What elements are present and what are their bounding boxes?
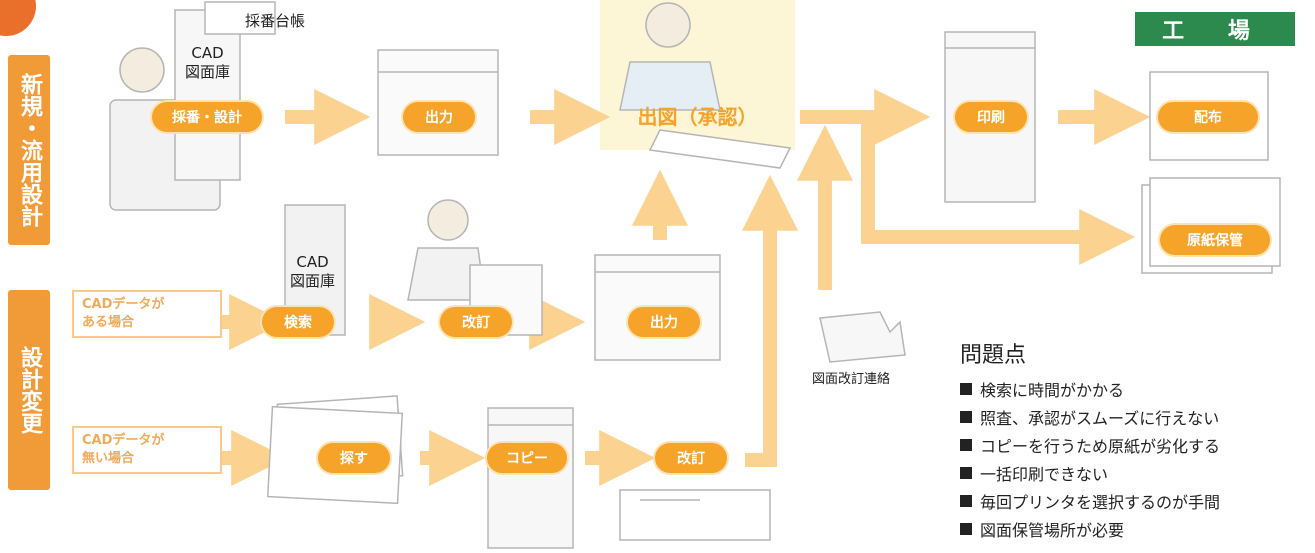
problem-item: 図面保管場所が必要: [960, 515, 1305, 543]
drafting-icon: [619, 489, 771, 541]
problems-panel: 問題点 検索に時間がかかる 照査、承認がスムーズに行えない コピーを行うため原紙…: [960, 337, 1305, 543]
reviser-person-icon: [427, 199, 469, 241]
phone-icon: [819, 311, 906, 363]
cad-library-label-1: CAD 図面庫: [185, 44, 231, 81]
cad-library-label-2: CAD 図面庫: [290, 253, 336, 290]
approver-person-icon: [645, 2, 691, 48]
step-revise: 改訂: [440, 307, 512, 337]
arrow-to-archive: [861, 120, 1136, 265]
step-distribute: 配布: [1158, 102, 1258, 132]
problem-item: コピーを行うため原紙が劣化する: [960, 431, 1305, 459]
step-print: 印刷: [955, 102, 1027, 132]
case-with-cad: CADデータが ある場合: [72, 290, 222, 338]
case-without-cad: CADデータが 無い場合: [72, 426, 222, 474]
revision-notice-label: 図面改訂連絡: [812, 372, 891, 387]
step-find: 探す: [318, 443, 390, 473]
step-output-mid: 出力: [628, 307, 700, 337]
problem-item: 毎回プリンタを選択するのが手間: [960, 487, 1305, 515]
step-copy: コピー: [487, 443, 567, 473]
problem-item: 照査、承認がスムーズに行えない: [960, 403, 1305, 431]
sidebar-new-design: 新規・流用設計: [8, 55, 50, 245]
problem-item: 検索に時間がかかる: [960, 375, 1305, 403]
problem-item: 一括印刷できない: [960, 459, 1305, 487]
copier-icon-2: [487, 407, 574, 549]
ledger-label: 採番台帳: [245, 12, 306, 30]
step-archive: 原紙保管: [1160, 225, 1270, 255]
step-revise-bottom: 改訂: [655, 443, 727, 473]
cad-cabinet-icon-1: [174, 9, 241, 181]
factory-badge: 工 場: [1135, 12, 1295, 46]
problems-list: 検索に時間がかかる 照査、承認がスムーズに行えない コピーを行うため原紙が劣化す…: [960, 375, 1305, 543]
step-number-design: 採番・設計: [152, 102, 262, 132]
sidebar-design-change-label: 設計変更: [17, 346, 42, 434]
step-approval: 出図（承認）: [637, 104, 758, 129]
problems-title: 問題点: [960, 343, 1027, 368]
step-search: 検索: [262, 307, 334, 337]
designer-person-icon: [119, 47, 165, 93]
ledger-icon: [204, 1, 276, 35]
sidebar-new-design-label: 新規・流用設計: [17, 73, 42, 227]
step-output-top: 出力: [403, 102, 475, 132]
sidebar-design-change: 設計変更: [8, 290, 50, 490]
arrow-revise-up: [742, 174, 798, 467]
